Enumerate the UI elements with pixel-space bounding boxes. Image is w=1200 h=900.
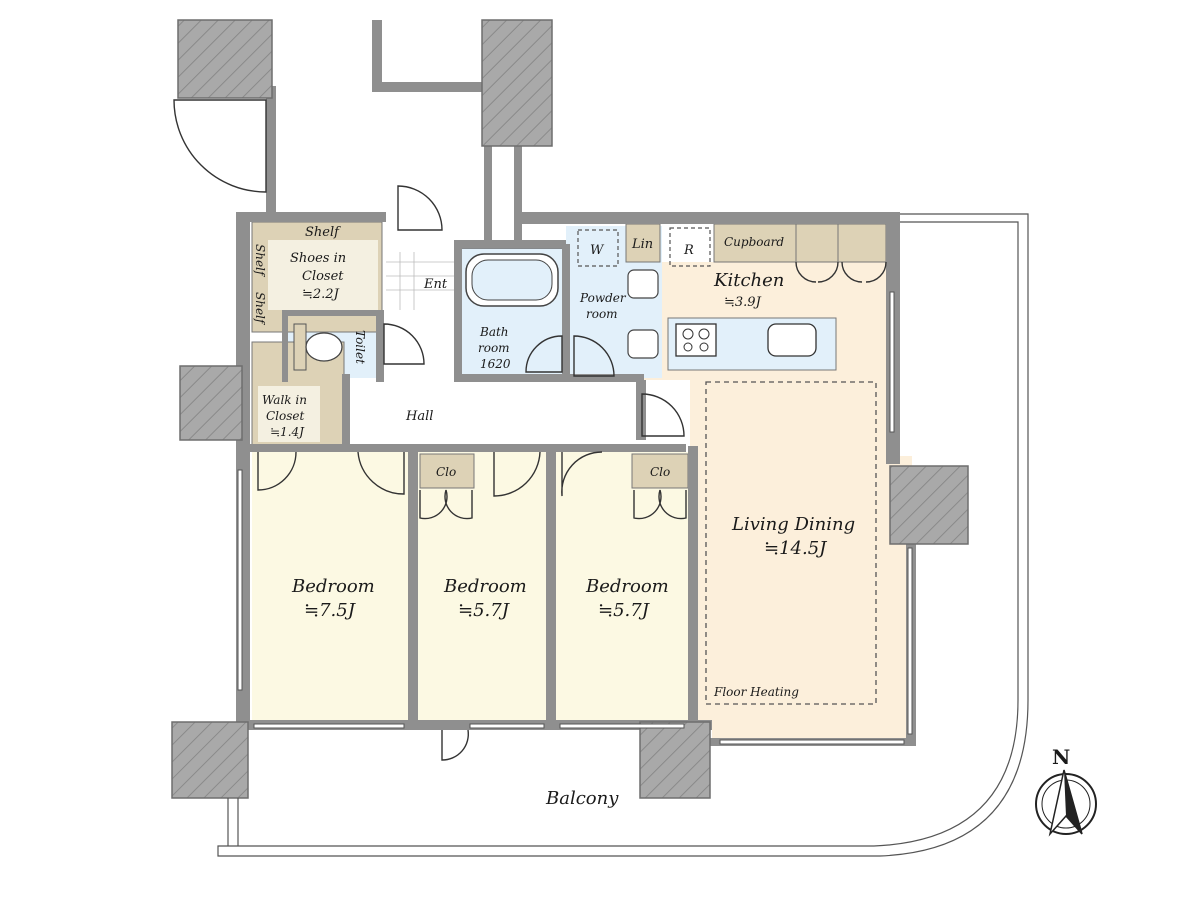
floor-heating-zone	[705, 381, 877, 705]
kitchen-label: Kitchen	[713, 270, 784, 291]
windows	[237, 291, 913, 745]
bath-label-2: room	[478, 341, 510, 355]
powder-label-2: room	[586, 307, 618, 321]
shoes-closet-area: ≒2.2J	[302, 287, 340, 302]
walk-in-closet-area: ≒1.4J	[270, 425, 305, 439]
bedroom-2-label: Bedroom	[443, 576, 527, 597]
compass-north-label: N	[1052, 745, 1070, 769]
bedroom-3-area: ≒5.7J	[598, 600, 651, 621]
bedroom-1-area: ≒7.5J	[304, 600, 357, 621]
shoes-closet-name-1: Shoes in	[290, 251, 346, 266]
bedroom-2-floor	[418, 452, 548, 720]
linen-cabinet	[625, 223, 661, 263]
column-right-mid	[889, 465, 969, 545]
labels: Shelf Shelf Shelf Shoes in Closet ≒2.2J …	[253, 225, 855, 809]
column-top-right	[481, 19, 553, 147]
bedroom-1-label: Bedroom	[291, 576, 375, 597]
cupboard-unit-3	[837, 223, 887, 263]
bedroom-3-floor	[556, 452, 690, 720]
bedroom-3-label: Bedroom	[585, 576, 669, 597]
bath-label-3: 1620	[480, 357, 511, 371]
cupboard-label: Cupboard	[724, 235, 784, 249]
washer-space	[577, 229, 619, 267]
toilet-label: Toilet	[353, 330, 367, 364]
hall-label: Hall	[405, 409, 433, 424]
bath-label-1: Bath	[479, 325, 509, 339]
closet-2-label: Clo	[650, 465, 670, 479]
kitchen-area: ≒3.9J	[724, 295, 762, 310]
balcony-label: Balcony	[545, 788, 619, 809]
entrance-label: Ent	[423, 277, 448, 292]
shelf-left-b-label: Shelf	[253, 292, 267, 326]
powder-label-1: Powder	[579, 291, 627, 305]
fixtures	[293, 227, 877, 705]
walk-in-closet-name-1: Walk in	[262, 393, 307, 407]
washer-label: W	[590, 243, 605, 258]
column-bottom-mid	[639, 721, 711, 799]
column-bottom-left	[171, 721, 249, 799]
living-dining-label: Living Dining	[731, 514, 855, 535]
walk-in-closet-name-2: Closet	[266, 409, 305, 423]
shoes-closet-inner	[268, 240, 378, 310]
shoes-closet-name-2: Closet	[302, 269, 344, 284]
refrigerator-space	[669, 227, 711, 267]
linen-label: Lin	[631, 237, 653, 252]
columns	[171, 19, 969, 799]
doors	[173, 99, 887, 761]
closet-1-box	[419, 453, 475, 489]
toilet-fixture	[293, 323, 307, 371]
column-left-mid	[179, 365, 243, 441]
floor-heating-label: Floor Heating	[713, 685, 799, 699]
shelf-left-a-label: Shelf	[253, 244, 267, 278]
living-dining-area: ≒14.5J	[764, 538, 828, 559]
shelf-top-label: Shelf	[305, 225, 341, 240]
kitchen-sink	[767, 323, 817, 357]
hall-floor	[344, 372, 644, 450]
bedroom-1-floor	[252, 452, 410, 720]
column-top-left	[177, 19, 273, 99]
balcony-outline	[217, 213, 1029, 857]
refrigerator-label: R	[683, 243, 694, 258]
closet-1-label: Clo	[436, 465, 456, 479]
walk-in-closet-inner	[258, 386, 320, 442]
bedroom-2-area: ≒5.7J	[458, 600, 511, 621]
cupboard-unit-2	[795, 223, 839, 263]
north-compass: N	[1035, 745, 1097, 837]
compass-ring	[1035, 773, 1097, 835]
stove	[675, 323, 717, 357]
